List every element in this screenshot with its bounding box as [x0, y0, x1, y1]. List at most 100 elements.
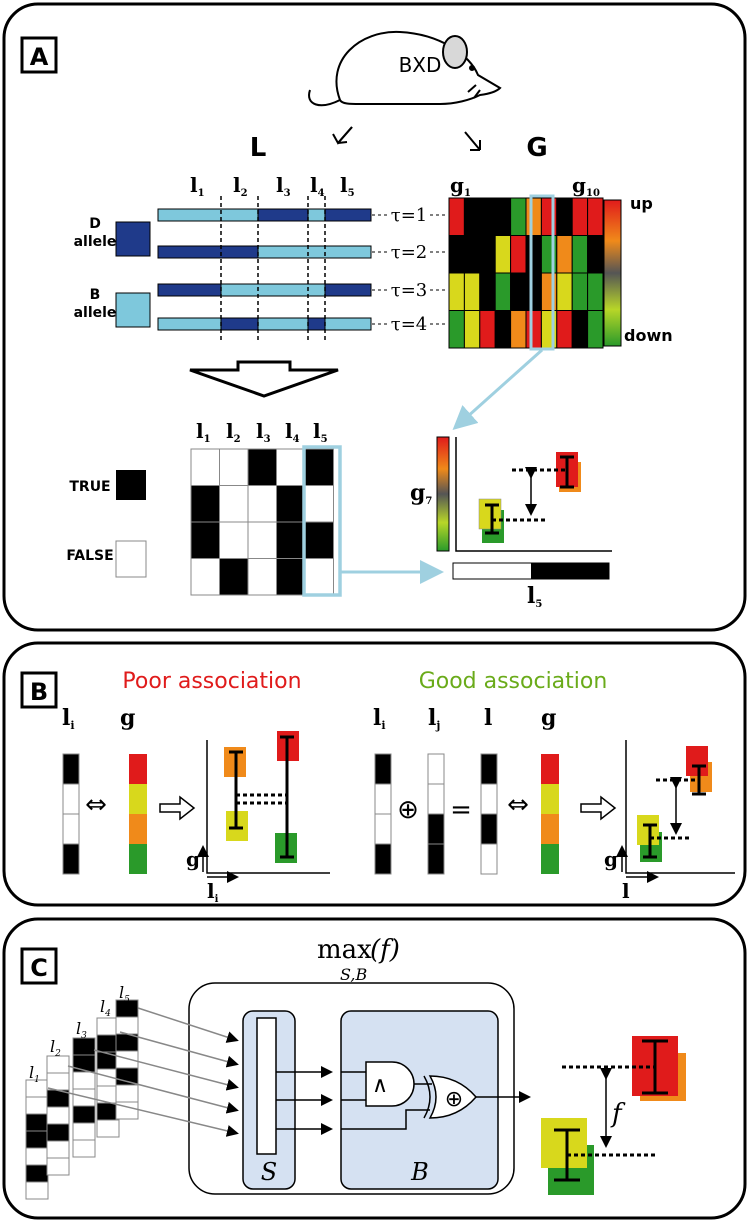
svg-text:l2: l2 [226, 419, 241, 445]
l-cell [480, 813, 498, 845]
layer-cell [25, 1130, 49, 1149]
tau-4: τ=4 [391, 314, 428, 335]
matrix-cell [304, 485, 334, 523]
allele-b-line1: B [90, 287, 101, 303]
li-cell [374, 783, 392, 815]
heatmap-cell [448, 235, 465, 274]
panel-b-label-box [20, 671, 58, 709]
selector-to-gate-wires [276, 1066, 531, 1135]
true-label: TRUE [69, 479, 110, 495]
heatmap-cell [556, 310, 573, 349]
matrix-cell [219, 521, 249, 559]
l5-bar-true [531, 563, 609, 579]
heatmap-cell [463, 310, 481, 349]
li-cell [62, 753, 80, 785]
heatmap-cell [571, 197, 589, 236]
panel-a-border [2, 2, 747, 632]
g-cell [129, 784, 147, 814]
l-cell [480, 783, 498, 815]
heatmap-cell [494, 310, 512, 349]
iff-poor: ⇔ [85, 790, 107, 820]
layer-cell [25, 1113, 49, 1132]
layer-2 [46, 1055, 70, 1176]
input-wire [67, 1065, 239, 1114]
layer-cell [115, 1084, 139, 1103]
allele-d-line1: D [89, 216, 101, 232]
good-yellow-box [637, 815, 659, 845]
xor-symbol-c: ⊕ [445, 1087, 463, 1112]
max-arg: (f) [370, 935, 400, 965]
l-cell [480, 753, 498, 785]
false-swatch [115, 540, 147, 578]
layer-cell [72, 1088, 96, 1107]
svg-text:l4: l4 [310, 173, 325, 199]
heatmap-cell [587, 197, 604, 236]
svg-text:l1: l1 [190, 173, 205, 199]
loci-labels-bottom: l1 l2 l3 l4 l5 [196, 419, 328, 445]
good-red-box [686, 746, 708, 776]
g-cell [541, 754, 559, 784]
poor-li-axis-label: li [207, 879, 219, 905]
plot-a-axes [455, 437, 612, 552]
layer-cell [115, 1067, 139, 1086]
heatmap-cell [494, 235, 512, 274]
layer-cell [46, 1106, 70, 1125]
layer-cell [46, 1157, 70, 1176]
chromosome-strips [157, 208, 372, 331]
xor-gate-icon [428, 1075, 477, 1119]
g-cell [129, 844, 147, 874]
li-cell [374, 843, 392, 875]
true-swatch [116, 470, 146, 500]
good-g-axis-label: g [604, 847, 618, 871]
equals-b: = [450, 795, 472, 825]
scale-up-label: up [630, 194, 653, 213]
matrix-cell [247, 558, 277, 596]
heatmap-cell [556, 235, 573, 274]
li-cell [62, 843, 80, 875]
g-cell [129, 754, 147, 784]
lj-cell [427, 843, 445, 875]
panel-a-label: A [30, 43, 49, 71]
svg-text:l2: l2 [233, 173, 248, 199]
g1-label: g1 [450, 173, 471, 199]
matrix-cell [276, 485, 306, 523]
input-wire [137, 1007, 239, 1043]
g7-highlight [529, 194, 555, 351]
plot-a-mean-lines [492, 468, 567, 522]
matrix-cell [247, 448, 277, 486]
svg-text:l5: l5 [313, 419, 328, 445]
heatmap-cell [556, 272, 573, 311]
layer-cell [25, 1096, 49, 1115]
layer-label-5: l5 [119, 983, 130, 1005]
selector-bar [256, 1017, 277, 1155]
poor-mean-lines [236, 793, 287, 805]
layer-label-3: l3 [76, 1019, 87, 1041]
l5-highlight [302, 445, 342, 597]
and-gate-icon [365, 1061, 415, 1107]
big-down-arrow-icon [189, 360, 339, 398]
heatmap-cell [587, 272, 604, 311]
lj-cell [427, 813, 445, 845]
li-cell [374, 753, 392, 785]
layer-1 [25, 1079, 49, 1200]
good-li-label: li [373, 705, 386, 732]
good-l-axis-label: l [622, 879, 630, 903]
layer-cell [115, 1016, 139, 1035]
good-l-label: l [484, 705, 492, 731]
tau-3: τ=3 [391, 280, 428, 301]
heatmap-cell [479, 272, 496, 311]
heatmap-cell [494, 272, 512, 311]
layer-label-4: l4 [100, 997, 111, 1019]
heatmap-cell [510, 235, 527, 274]
max-sub: S,B [340, 965, 367, 984]
allele-d-line2: allele [74, 234, 117, 250]
iff-good: ⇔ [507, 790, 529, 820]
l5-label: l5 [527, 583, 542, 610]
matrix-cell [304, 558, 334, 596]
d-allele-swatch [115, 221, 151, 257]
heatmap-cell [479, 310, 496, 349]
good-association-title: Good association [419, 669, 608, 694]
matrix-cell [276, 558, 306, 596]
